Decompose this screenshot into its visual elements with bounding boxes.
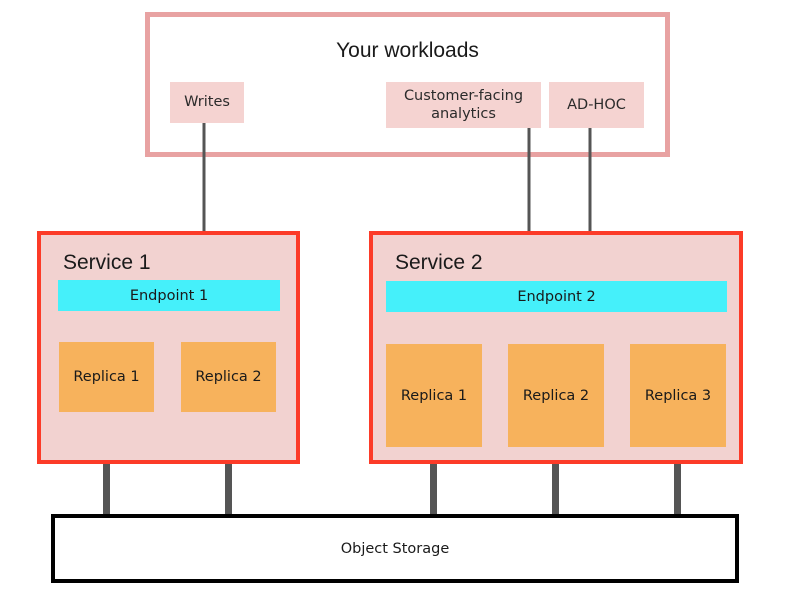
workload-chip-writes[interactable]: Writes (170, 82, 244, 123)
service-2-label: Service 2 (395, 251, 483, 274)
object-storage-box[interactable]: Object Storage (51, 514, 739, 583)
service-2-replica-3[interactable]: Replica 3 (630, 344, 726, 447)
endpoint-1-bar[interactable]: Endpoint 1 (58, 280, 280, 311)
pipe-s2replica3-to-storage (674, 440, 681, 520)
workloads-title: Your workloads (336, 39, 479, 62)
service-2-replica-1[interactable]: Replica 1 (386, 344, 482, 447)
workload-chip-customer-facing-analytics[interactable]: Customer-facing analytics (386, 82, 541, 128)
pipe-s2replica1-to-storage (430, 440, 437, 520)
workload-chip-ad-hoc[interactable]: AD-HOC (549, 82, 644, 128)
pipe-s2replica2-to-storage (552, 440, 559, 520)
service-1-label: Service 1 (63, 251, 151, 274)
endpoint-2-bar[interactable]: Endpoint 2 (386, 281, 727, 312)
service-1-replica-2[interactable]: Replica 2 (181, 342, 276, 412)
service-1-replica-1[interactable]: Replica 1 (59, 342, 154, 412)
service-2-replica-2[interactable]: Replica 2 (508, 344, 604, 447)
